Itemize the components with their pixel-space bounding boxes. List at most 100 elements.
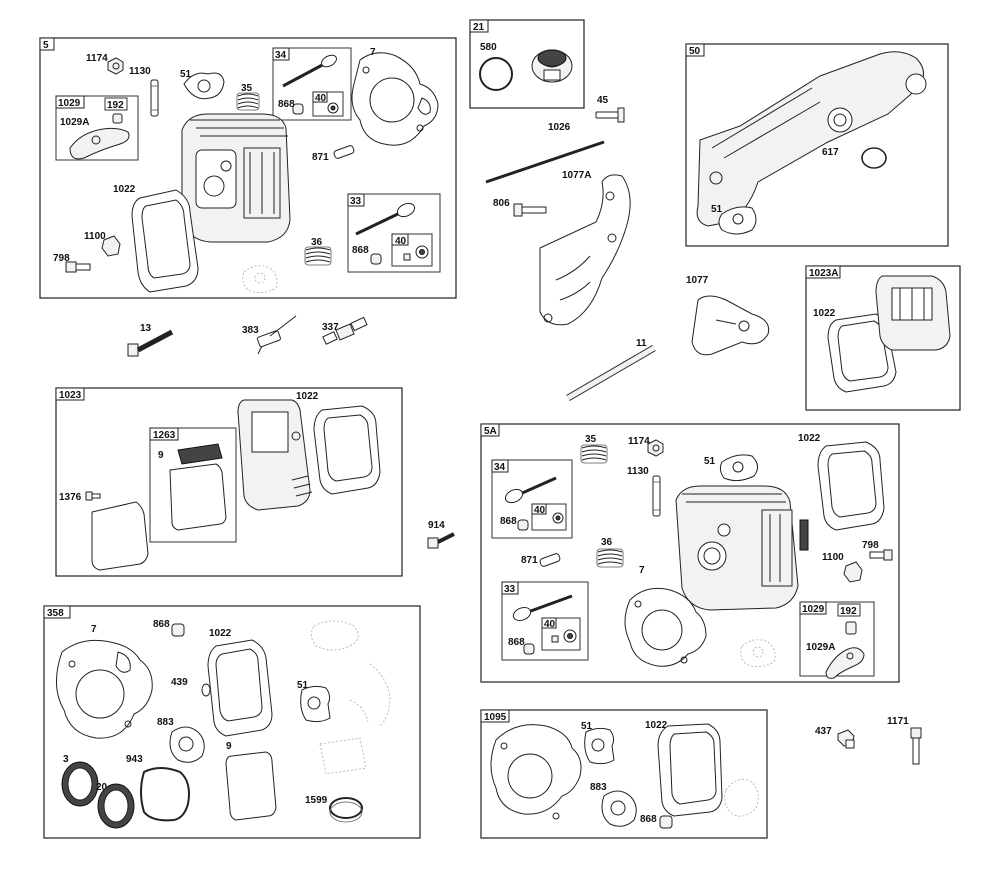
part-35-spring-2[interactable] [580,444,608,464]
part-51-gasket[interactable] [183,72,225,100]
group-1023A-label: 1023A [809,268,838,279]
part-883-gasket[interactable] [169,726,205,763]
part-337-spark-plug[interactable] [322,316,368,345]
part-35-spring[interactable] [236,92,260,111]
part-34-valve-2[interactable] [503,476,557,505]
part-cover-plate[interactable] [91,501,149,571]
part-868-seal-6[interactable] [659,815,673,829]
part-1029A-rocker-arm[interactable] [69,127,130,160]
part-51-gasket-4[interactable] [300,685,331,723]
part-868-seal-2[interactable] [370,253,382,265]
part-868-seal-3[interactable] [517,519,529,531]
callout-883-2: 883 [590,782,607,793]
group-358: 358 7 868 1022 439 51 [43,605,421,839]
part-20-oil-seal[interactable] [97,783,135,829]
part-192-bolt-2[interactable] [845,621,857,635]
part-13-bolt[interactable] [127,329,174,357]
part-1022-gasket[interactable] [131,189,199,293]
part-51-gasket-2[interactable] [718,206,757,235]
part-439-oring[interactable] [201,683,211,697]
part-1376-screw[interactable] [85,491,101,501]
part-1077A-bracket[interactable] [539,174,631,326]
part-1171-pin[interactable] [910,727,922,765]
part-51-gasket-3[interactable] [719,454,758,482]
callout-11: 11 [636,338,647,349]
part-11-tube[interactable] [566,344,656,402]
part-868-seal[interactable] [292,103,304,115]
part-cylinder-head-2[interactable] [675,485,809,611]
part-7-head-gasket[interactable] [351,52,439,146]
part-806-bolt[interactable] [513,203,547,217]
part-1599-ring[interactable] [329,797,363,823]
part-valve-cover-2[interactable] [237,399,313,511]
part-1100-nut-2[interactable] [843,561,863,583]
callout-871: 871 [312,152,329,163]
part-33-valve-2[interactable] [511,594,573,623]
part-914-bolt[interactable] [427,532,455,549]
group-1023: 1023 1376 1263 9 1022 [55,387,403,577]
part-1100-nut[interactable] [101,235,121,257]
part-1263-breather[interactable] [169,443,227,531]
callout-13: 13 [140,323,152,334]
part-1029A-rocker-arm-2[interactable] [825,647,865,679]
group-1095-label: 1095 [484,712,507,723]
group-1263: 1263 9 [149,427,237,543]
part-head-gasket-4[interactable] [490,724,582,820]
part-oil-fill-cap[interactable] [531,49,573,83]
part-45-bolt[interactable] [595,107,625,123]
group-34-frame [272,47,352,121]
part-437-fitting[interactable] [837,729,855,749]
part-7-head-gasket-3[interactable] [56,639,153,739]
part-40-retainer-4[interactable] [551,629,577,643]
callout-3: 3 [63,754,69,765]
part-40-retainer-2[interactable] [403,245,429,261]
callout-871-2: 871 [521,555,538,566]
part-7-head-gasket-2[interactable] [624,587,707,667]
part-1022-gasket-2[interactable] [827,313,897,393]
part-34-valve[interactable] [282,53,338,88]
part-1022-gasket-3[interactable] [313,405,381,495]
part-192-bolt[interactable] [112,113,123,124]
part-1022-gasket-4[interactable] [817,441,885,531]
part-9-gasket[interactable] [225,751,277,821]
part-intake-manifold[interactable] [696,51,927,227]
part-cylinder-head[interactable] [181,113,291,243]
part-1022-gasket-6[interactable] [657,723,723,817]
part-943-gasket[interactable] [140,767,190,822]
part-617-oring[interactable] [861,147,887,169]
part-868-seal-4[interactable] [523,643,535,655]
part-1026-rod[interactable] [485,140,605,184]
callout-1022-4: 1022 [798,433,821,444]
callout-1171: 1171 [887,716,909,727]
callout-1100-2: 1100 [822,552,844,563]
part-valve-cover[interactable] [875,275,951,351]
part-51-gasket-5[interactable] [584,727,615,765]
part-1077-plate[interactable] [691,295,770,356]
callout-1130-2: 1130 [627,466,649,477]
part-1130-stud[interactable] [150,79,159,117]
callout-7-2: 7 [639,565,645,576]
part-383-assembly[interactable] [256,315,297,355]
part-580-oring[interactable] [479,57,513,91]
callout-7: 7 [370,47,376,58]
part-1174-nut[interactable] [107,57,124,75]
part-1174-nut-2[interactable] [647,439,664,457]
part-868-seal-5[interactable] [171,623,185,637]
part-3-oil-seal[interactable] [61,761,99,807]
group-5A-frame [480,423,900,683]
part-871-tube-2[interactable] [539,553,561,567]
part-33-valve[interactable] [355,201,417,236]
callout-1029A-2: 1029A [806,642,835,653]
part-871-tube[interactable] [333,145,355,159]
callout-9: 9 [158,450,164,461]
part-36-spring[interactable] [304,246,332,266]
part-40-retainer-3[interactable] [552,512,564,524]
part-883-gasket-2[interactable] [601,790,637,827]
part-1022-gasket-5[interactable] [207,639,273,737]
part-798-bolt-2[interactable] [869,549,893,561]
part-36-spring-2[interactable] [596,548,624,568]
part-798-bolt[interactable] [65,261,91,273]
group-358-frame [43,605,421,839]
part-40-retainer[interactable] [327,102,339,114]
part-1130-stud-2[interactable] [652,475,661,517]
